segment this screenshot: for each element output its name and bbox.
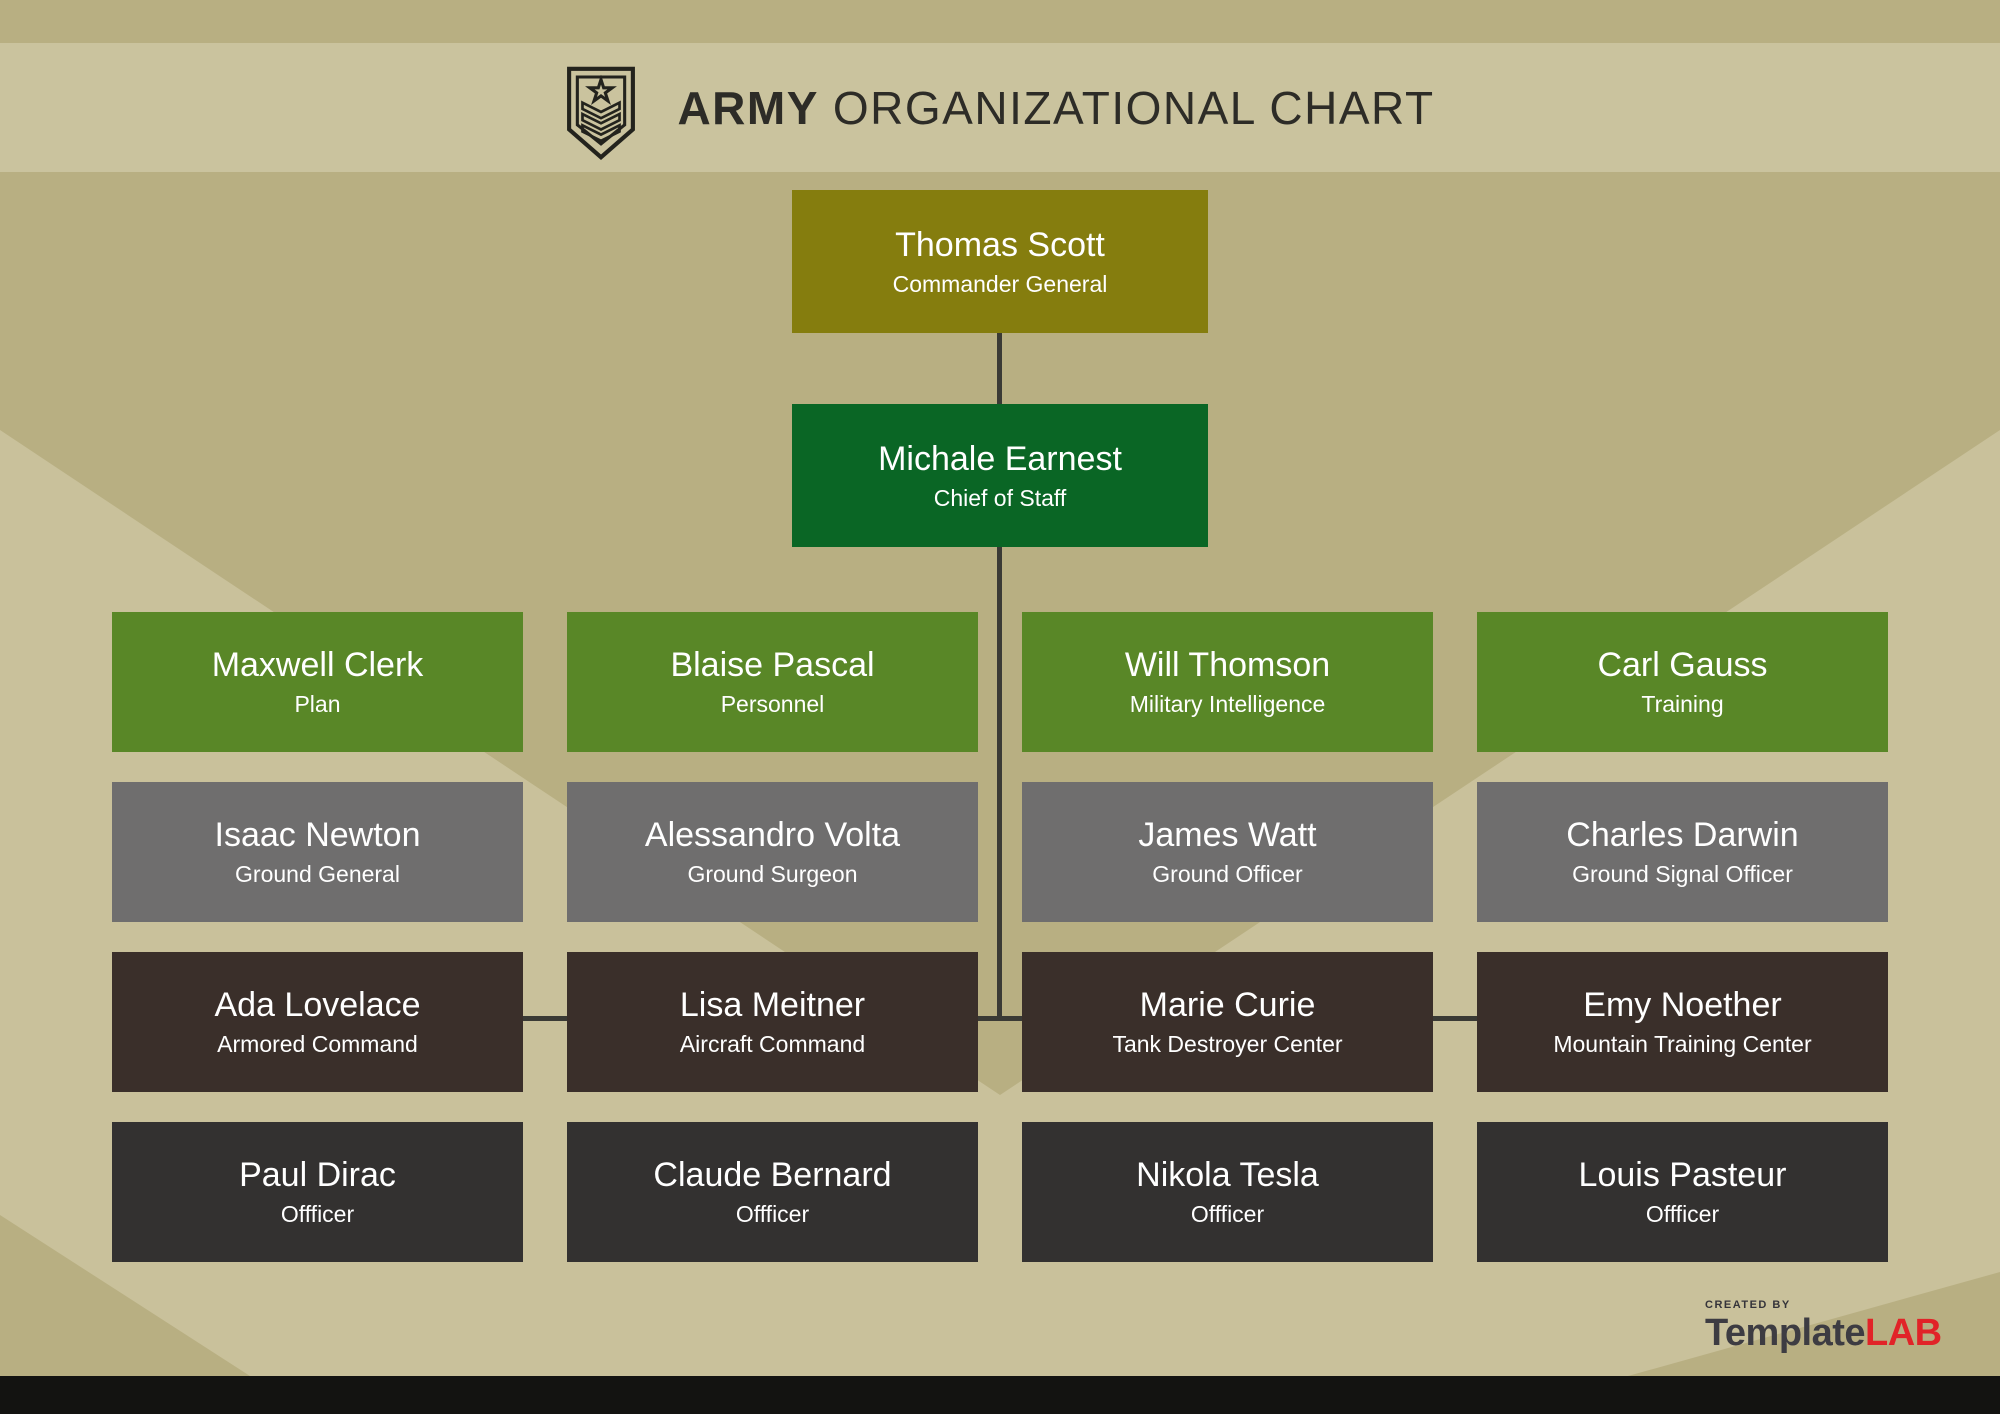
- node-will-thomson: Will Thomson Military Intelligence: [1022, 612, 1433, 752]
- node-nikola-tesla: Nikola Tesla Offficer: [1022, 1122, 1433, 1262]
- node-role: Offficer: [1190, 1201, 1265, 1228]
- brand-template: Template: [1705, 1312, 1866, 1354]
- node-name: Marie Curie: [1139, 986, 1316, 1025]
- node-name: Lisa Meitner: [679, 986, 866, 1025]
- node-role: Offficer: [1645, 1201, 1720, 1228]
- node-louis-pasteur: Louis Pasteur Offficer: [1477, 1122, 1888, 1262]
- node-role: Plan: [294, 691, 341, 718]
- node-name: Paul Dirac: [239, 1156, 396, 1195]
- node-maxwell-clerk: Maxwell Clerk Plan: [112, 612, 523, 752]
- node-role: Aircraft Command: [679, 1031, 866, 1058]
- node-name: Maxwell Clerk: [211, 646, 424, 685]
- node-name: Carl Gauss: [1597, 646, 1768, 685]
- node-role: Training: [1641, 691, 1724, 718]
- node-role: Ground Signal Officer: [1572, 861, 1793, 888]
- connector-commander-chief: [997, 333, 1002, 404]
- connector-horizontal-left: [505, 1016, 585, 1021]
- node-name: Charles Darwin: [1566, 816, 1799, 855]
- node-blaise-pascal: Blaise Pascal Personnel: [567, 612, 978, 752]
- node-role: Military Intelligence: [1129, 691, 1326, 718]
- node-name: Will Thomson: [1124, 646, 1331, 685]
- node-lisa-meitner: Lisa Meitner Aircraft Command: [567, 952, 978, 1092]
- node-role: Chief of Staff: [933, 484, 1067, 511]
- node-charles-darwin: Charles Darwin Ground Signal Officer: [1477, 782, 1888, 922]
- node-alessandro-volta: Alessandro Volta Ground Surgeon: [567, 782, 978, 922]
- node-role: Ground General: [235, 861, 400, 888]
- node-name: Emy Noether: [1583, 986, 1782, 1025]
- node-paul-dirac: Paul Dirac Offficer: [112, 1122, 523, 1262]
- brand-lab: LAB: [1865, 1312, 1942, 1354]
- node-role: Tank Destroyer Center: [1112, 1031, 1343, 1058]
- node-emy-noether: Emy Noether Mountain Training Center: [1477, 952, 1888, 1092]
- node-name: Michale Earnest: [878, 439, 1122, 478]
- node-name: Alessandro Volta: [644, 816, 901, 855]
- page-title-rest: ORGANIZATIONAL CHART: [832, 81, 1435, 134]
- node-name: Claude Bernard: [653, 1156, 892, 1195]
- connector-chief-downline: [997, 547, 1002, 1021]
- node-claude-bernard: Claude Bernard Offficer: [567, 1122, 978, 1262]
- node-role: Offficer: [280, 1201, 355, 1228]
- node-role: Ground Surgeon: [687, 861, 858, 888]
- node-ada-lovelace: Ada Lovelace Armored Command: [112, 952, 523, 1092]
- node-carl-gauss: Carl Gauss Training: [1477, 612, 1888, 752]
- node-role: Personnel: [720, 691, 825, 718]
- node-michale-earnest: Michale Earnest Chief of Staff: [792, 404, 1208, 547]
- page-title-bold: ARMY: [677, 81, 819, 134]
- node-name: Blaise Pascal: [670, 646, 875, 685]
- templatelab-logo: CREATED BY TemplateLAB: [1705, 1299, 1942, 1354]
- bottom-bar: [0, 1376, 2000, 1414]
- node-james-watt: James Watt Ground Officer: [1022, 782, 1433, 922]
- node-name: Isaac Newton: [214, 816, 421, 855]
- node-role: Armored Command: [217, 1031, 418, 1058]
- node-name: Ada Lovelace: [214, 986, 421, 1025]
- node-name: Louis Pasteur: [1578, 1156, 1787, 1195]
- node-name: James Watt: [1138, 816, 1317, 855]
- connector-horizontal-center: [960, 1016, 1040, 1021]
- node-name: Thomas Scott: [895, 225, 1105, 264]
- node-marie-curie: Marie Curie Tank Destroyer Center: [1022, 952, 1433, 1092]
- military-rank-badge-icon: [567, 66, 636, 160]
- node-role: Commander General: [892, 270, 1108, 297]
- node-isaac-newton: Isaac Newton Ground General: [112, 782, 523, 922]
- node-thomas-scott: Thomas Scott Commander General: [792, 190, 1208, 333]
- node-role: Offficer: [735, 1201, 810, 1228]
- node-name: Nikola Tesla: [1136, 1156, 1319, 1195]
- node-role: Mountain Training Center: [1553, 1031, 1812, 1058]
- connector-horizontal-right: [1418, 1016, 1498, 1021]
- created-by-label: CREATED BY: [1705, 1299, 1791, 1311]
- node-role: Ground Officer: [1152, 861, 1303, 888]
